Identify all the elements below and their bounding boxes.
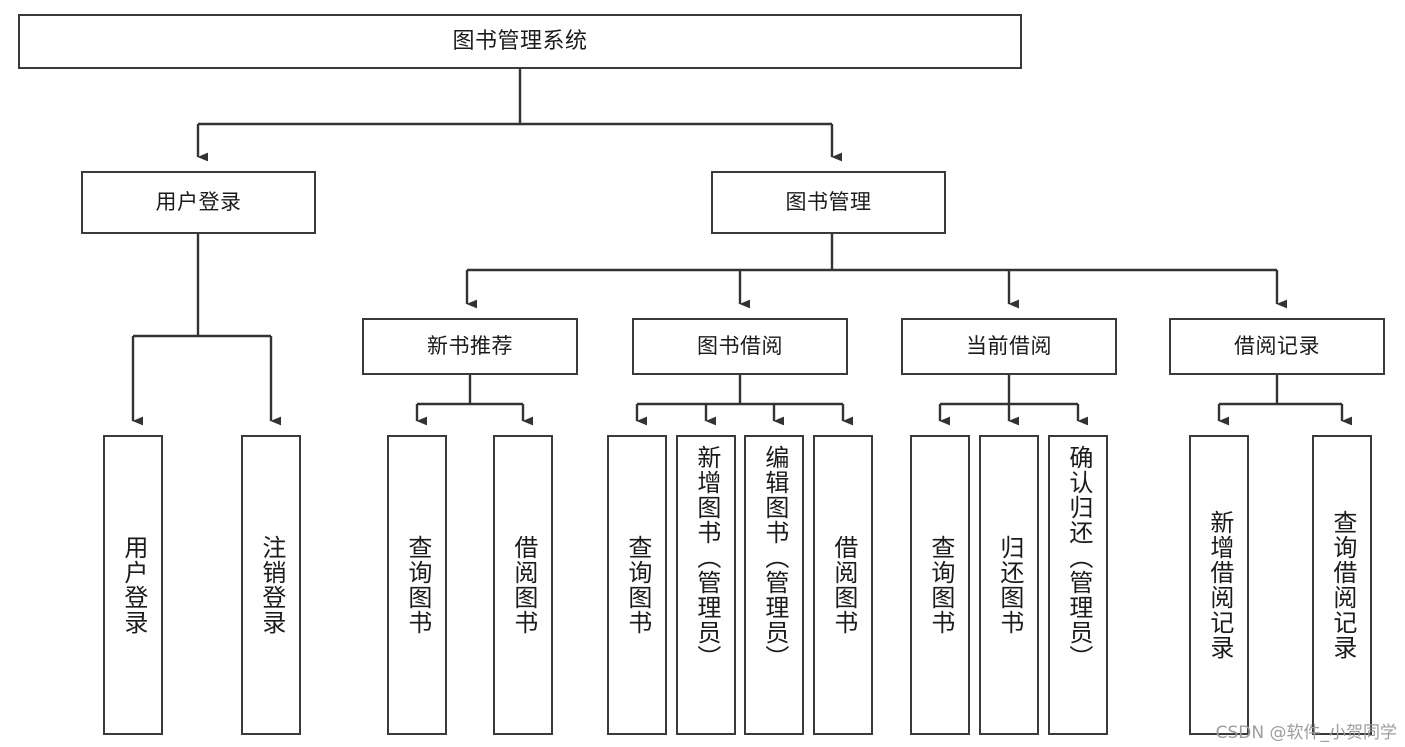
node-label: 编辑图书（管理员）	[760, 445, 789, 670]
leaf-return-book[interactable]: 归还图书	[979, 435, 1039, 735]
node-label: 新增图书（管理员）	[692, 445, 721, 670]
node-borrow-records[interactable]: 借阅记录	[1169, 318, 1385, 375]
leaf-query-book-borrow[interactable]: 查询图书	[607, 435, 667, 735]
node-label: 查询图书	[926, 535, 955, 635]
node-label: 借阅图书	[829, 535, 858, 635]
leaf-confirm-return-admin[interactable]: 确认归还（管理员）	[1048, 435, 1108, 735]
node-book-management[interactable]: 图书管理	[711, 171, 946, 234]
node-label: 用户登录	[119, 535, 148, 635]
node-new-book-recommend[interactable]: 新书推荐	[362, 318, 578, 375]
node-label: 新书推荐	[427, 334, 513, 359]
node-current-borrow[interactable]: 当前借阅	[901, 318, 1117, 375]
csdn-watermark: CSDN @软件_小贺同学	[1215, 723, 1397, 743]
node-label: 当前借阅	[966, 334, 1052, 359]
leaf-edit-book-admin[interactable]: 编辑图书（管理员）	[744, 435, 804, 735]
leaf-user-login[interactable]: 用户登录	[103, 435, 163, 735]
node-label: 图书借阅	[697, 334, 783, 359]
leaf-borrow-book[interactable]: 借阅图书	[813, 435, 873, 735]
node-label: 用户登录	[155, 190, 242, 215]
node-label: 注销登录	[257, 535, 286, 635]
node-label: 借阅记录	[1234, 334, 1320, 359]
node-label: 图书管理系统	[452, 28, 588, 54]
node-book-borrow[interactable]: 图书借阅	[632, 318, 848, 375]
leaf-add-borrow-record[interactable]: 新增借阅记录	[1189, 435, 1249, 735]
node-label: 查询图书	[623, 535, 652, 635]
node-label: 新增借阅记录	[1205, 510, 1234, 660]
leaf-query-book-recommend[interactable]: 查询图书	[387, 435, 447, 735]
node-root-system[interactable]: 图书管理系统	[18, 14, 1022, 69]
node-label: 确认归还（管理员）	[1064, 445, 1093, 670]
node-label: 查询图书	[403, 535, 432, 635]
leaf-borrow-book-recommend[interactable]: 借阅图书	[493, 435, 553, 735]
leaf-add-book-admin[interactable]: 新增图书（管理员）	[676, 435, 736, 735]
leaf-logout[interactable]: 注销登录	[241, 435, 301, 735]
node-label: 归还图书	[995, 535, 1024, 635]
leaf-query-book-current[interactable]: 查询图书	[910, 435, 970, 735]
node-label: 借阅图书	[509, 535, 538, 635]
node-label: 查询借阅记录	[1328, 510, 1357, 660]
node-label: 图书管理	[785, 190, 872, 215]
leaf-query-borrow-record[interactable]: 查询借阅记录	[1312, 435, 1372, 735]
node-user-login[interactable]: 用户登录	[81, 171, 316, 234]
